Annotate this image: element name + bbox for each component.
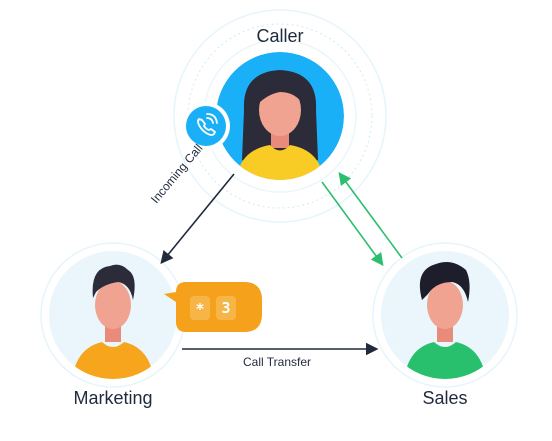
phone-ringing-icon xyxy=(197,113,218,136)
call-transfer-label: Call Transfer xyxy=(242,355,312,369)
green-arrow-to-caller xyxy=(338,171,403,259)
keypad-key-three: 3 xyxy=(221,299,231,317)
phone-badge xyxy=(182,102,230,150)
keypad-badge xyxy=(164,282,262,332)
sales-node xyxy=(372,242,518,388)
keypad-key-star: * xyxy=(195,300,205,318)
incoming-call-arrow xyxy=(160,173,235,264)
marketing-node xyxy=(40,242,186,388)
marketing-label: Marketing xyxy=(73,388,153,408)
sales-label: Sales xyxy=(422,388,468,408)
green-arrow-to-sales xyxy=(321,181,384,267)
marketing-avatar xyxy=(72,264,154,379)
caller-label: Caller xyxy=(256,26,304,46)
sales-avatar xyxy=(404,262,486,379)
caller-avatar xyxy=(216,52,344,180)
caller-node xyxy=(173,9,387,223)
